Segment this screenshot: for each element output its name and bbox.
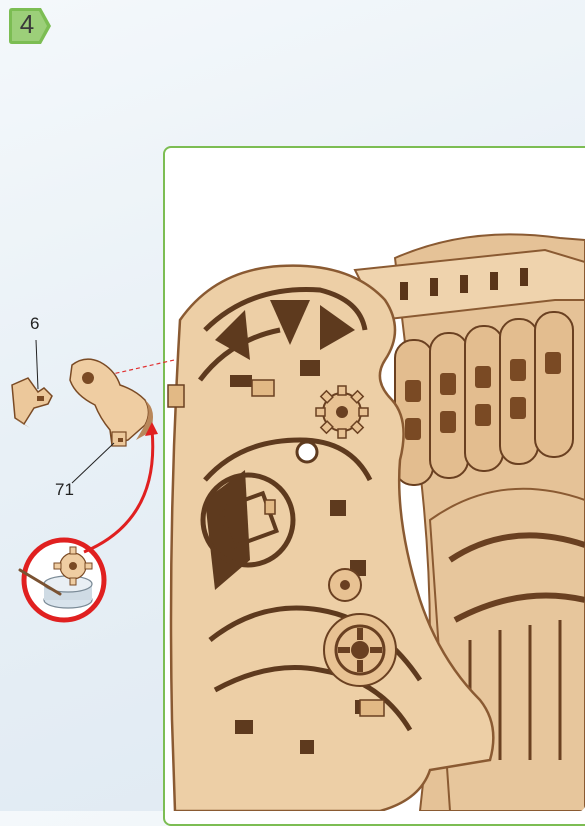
machine-model: [168, 234, 585, 811]
part-label-71: 71: [55, 480, 74, 500]
glue-arrow: [84, 430, 153, 552]
leader-line-6: [36, 340, 38, 389]
glue-callout: [20, 540, 104, 620]
small-gear: [316, 386, 368, 438]
large-gear: [324, 614, 396, 686]
part-6: [12, 378, 52, 428]
part-71: [70, 359, 153, 446]
part-label-6: 6: [30, 314, 39, 334]
leader-line-71: [72, 443, 114, 483]
